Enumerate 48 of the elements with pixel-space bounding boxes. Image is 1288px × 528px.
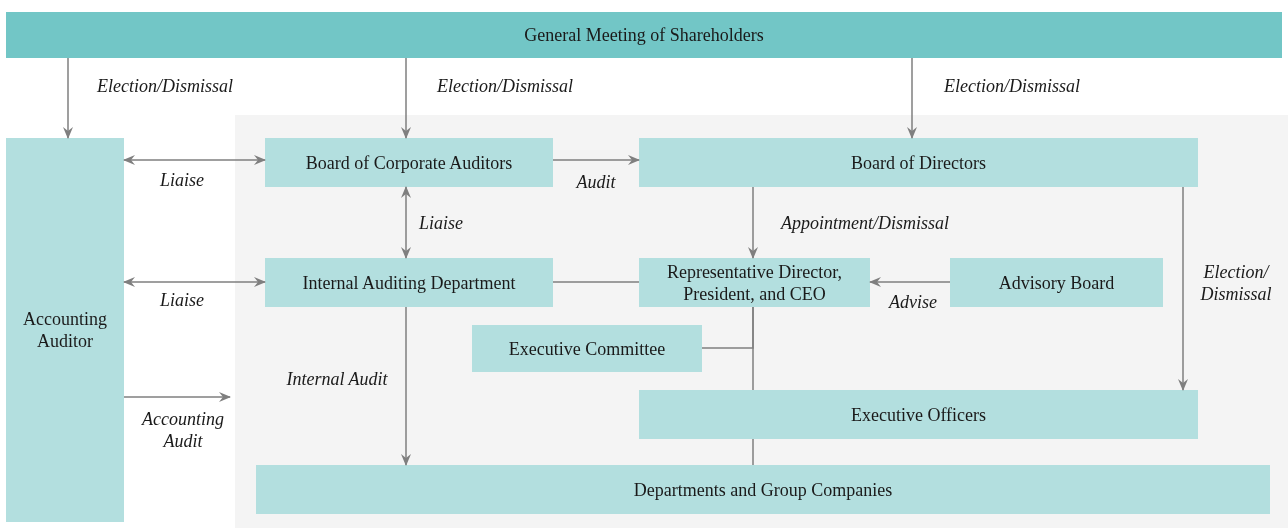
arrow (748, 186, 758, 259)
box-label: Executive Committee (507, 337, 667, 360)
edge-label: Liaise (160, 289, 204, 311)
edge-label: Liaise (160, 169, 204, 191)
org-box (265, 138, 553, 187)
box-label: Internal Auditing Department (301, 271, 517, 294)
org-box (256, 465, 1270, 514)
org-box (265, 258, 553, 307)
box-label: General Meeting of Shareholders (523, 24, 765, 46)
connector-line (701, 306, 754, 349)
arrow (123, 277, 266, 287)
arrow (401, 306, 411, 466)
edge-label: Election/ Dismissal (1199, 261, 1273, 305)
box-label: Departments and Group Companies (632, 478, 894, 501)
org-box (472, 325, 702, 372)
connector-line (552, 281, 640, 283)
org-box (6, 12, 1282, 58)
org-box (639, 390, 1198, 439)
connector-line (752, 438, 754, 466)
arrow (907, 57, 917, 139)
edge-label: Advise (889, 291, 937, 313)
org-box (639, 258, 870, 307)
box-label: Accounting Auditor (22, 308, 108, 352)
box-label: Advisory Board (997, 271, 1116, 294)
org-box (950, 258, 1163, 307)
edge-label: Election/Dismissal (97, 75, 233, 97)
box-label: Board of Directors (850, 151, 987, 174)
area-background (235, 115, 1288, 528)
edge-label: Accounting Audit (140, 408, 225, 452)
edge-label: Election/Dismissal (437, 75, 573, 97)
edge-label: Election/Dismissal (944, 75, 1080, 97)
arrow (123, 155, 266, 165)
arrow (63, 57, 73, 139)
edge-label: Liaise (419, 212, 463, 234)
arrow (401, 57, 411, 139)
box-label: Representative Director, President, and CEO (665, 260, 844, 305)
box-label: Executive Officers (849, 403, 988, 426)
arrow (123, 392, 231, 402)
org-box (6, 138, 124, 522)
edge-label: Audit (576, 171, 616, 193)
arrow (401, 186, 411, 259)
box-label: Board of Corporate Auditors (304, 151, 514, 174)
arrow (869, 277, 951, 287)
org-box (639, 138, 1198, 187)
arrow (1178, 186, 1188, 391)
arrow (552, 155, 640, 165)
edge-label: Appointment/Dismissal (781, 212, 949, 234)
edge-label: Internal Audit (286, 368, 388, 390)
